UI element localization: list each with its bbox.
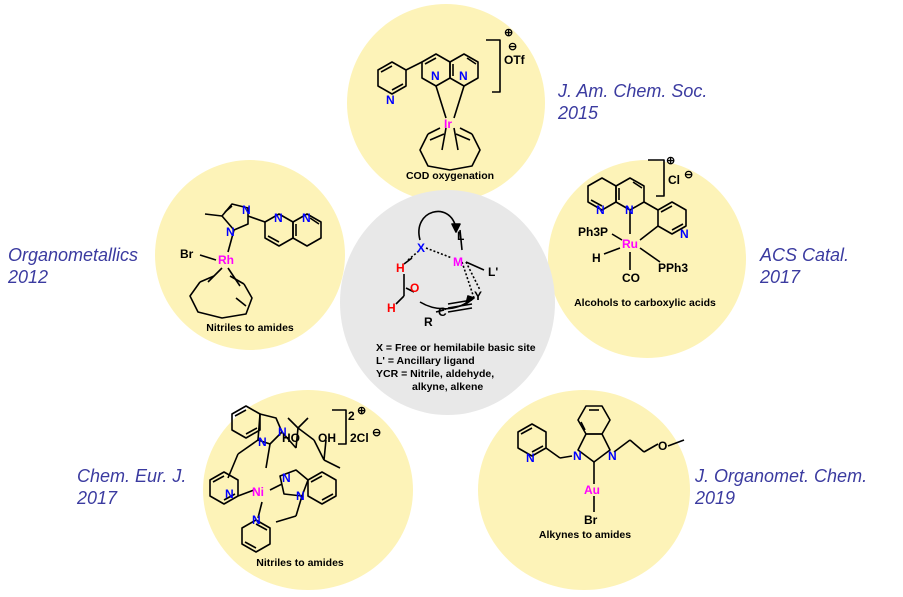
atom-x: X [417, 241, 425, 255]
rh-complex [189, 203, 322, 319]
legend-line-2: L' = Ancillary ligand [376, 355, 475, 367]
ligand-ph3p: Ph3P [578, 225, 608, 239]
atom-l-prime: L' [488, 265, 498, 279]
metal-au: Au [584, 483, 600, 497]
journal-lower-right-year: 2019 [695, 488, 736, 508]
journal-top: J. Am. Chem. Soc. 2015 [558, 80, 707, 124]
metal-m: M [453, 255, 463, 269]
atom-n: N [526, 451, 535, 465]
metal-rh: Rh [218, 253, 234, 267]
circle-upper-left [155, 160, 345, 350]
atom-h: H [592, 251, 601, 265]
atom-br: Br [180, 247, 194, 261]
center-mechanism [395, 210, 485, 313]
journal-lower-right-name: J. Organomet. Chem. [695, 466, 868, 486]
legend-line-3: YCR = Nitrile, aldehyde, [376, 368, 495, 380]
journal-upper-right-year: 2017 [760, 267, 801, 287]
charge-2: 2 [348, 409, 355, 423]
charge-plus: ⊕ [504, 27, 513, 39]
caption-lower-left: Nitriles to amides [256, 557, 344, 569]
atom-l: L [457, 229, 464, 243]
atom-n: N [296, 489, 305, 503]
journal-upper-left-year: 2012 [8, 267, 49, 287]
charge-plus: ⊕ [357, 405, 366, 417]
counter-2cl: 2Cl [350, 431, 369, 445]
atom-h: H [387, 301, 396, 315]
circle-center [340, 190, 555, 415]
atom-n: N [573, 449, 582, 463]
atom-n: N [608, 449, 617, 463]
caption-top: COD oxygenation [405, 170, 495, 182]
atom-oh: OH [318, 431, 336, 445]
caption-upper-left: Nitriles to amides [206, 322, 294, 334]
atom-o: O [410, 281, 419, 295]
atom-n: N [282, 471, 291, 485]
atom-y: Y [474, 289, 482, 303]
journal-upper-left-name: Organometallics [8, 245, 139, 265]
ir-complex [377, 39, 501, 171]
atom-n: N [431, 69, 440, 83]
center-legend: X = Free or hemilabile basic site L' = A… [376, 342, 536, 394]
legend-line-4: alkyne, alkene [412, 381, 484, 393]
ru-complex [587, 159, 687, 270]
atom-n: N [278, 425, 287, 439]
journal-upper-right-name: ACS Catal. [760, 245, 850, 265]
circle-lower-right [478, 390, 690, 590]
journal-upper-left: Organometallics 2012 [8, 244, 138, 288]
atom-r: R [424, 315, 433, 329]
journal-lower-left-name: Chem. Eur. J. [77, 466, 187, 486]
atom-c: C [438, 305, 447, 319]
caption-upper-right: Alcohols to carboxylic acids [574, 297, 716, 309]
charge-minus: ⊖ [684, 169, 693, 181]
counter-otf: OTf [504, 53, 526, 67]
circle-upper-right [548, 160, 746, 358]
atom-n: N [386, 93, 395, 107]
ni-complex [209, 405, 347, 553]
atom-n: N [680, 227, 689, 241]
atom-n: N [459, 69, 468, 83]
atom-n: N [225, 487, 234, 501]
atom-h: H [396, 261, 405, 275]
atom-n: N [258, 435, 267, 449]
counter-cl: Cl [668, 173, 680, 187]
charge-minus: ⊖ [508, 41, 517, 53]
metal-ru: Ru [622, 237, 638, 251]
journal-upper-right: ACS Catal. 2017 [760, 244, 849, 288]
atom-o: O [658, 439, 667, 453]
legend-line-1: X = Free or hemilabile basic site [376, 342, 536, 354]
atom-n: N [302, 211, 311, 225]
atom-ho: HO [282, 431, 300, 445]
ligand-co: CO [622, 271, 640, 285]
journal-lower-left-year: 2017 [77, 488, 118, 508]
journal-lower-right: J. Organomet. Chem. 2019 [695, 465, 867, 509]
metal-ir: Ir [444, 117, 452, 131]
dashed-bonds [407, 247, 481, 299]
atom-br: Br [584, 513, 598, 527]
ligand-pph3: PPh3 [658, 261, 688, 275]
journal-top-year: 2015 [558, 103, 599, 123]
charge-minus: ⊖ [372, 427, 381, 439]
atom-n: N [226, 225, 235, 239]
metal-ni: Ni [252, 485, 264, 499]
atom-n: N [274, 211, 283, 225]
charge-plus: ⊕ [666, 155, 675, 167]
atom-n: N [252, 513, 261, 527]
journal-lower-left: Chem. Eur. J. 2017 [77, 465, 186, 509]
journal-top-name: J. Am. Chem. Soc. [558, 81, 708, 101]
au-complex [517, 405, 685, 512]
atom-n: N [596, 203, 605, 217]
atom-n: N [625, 203, 634, 217]
caption-lower-right: Alkynes to amides [538, 529, 632, 541]
atom-n: N [242, 203, 251, 217]
